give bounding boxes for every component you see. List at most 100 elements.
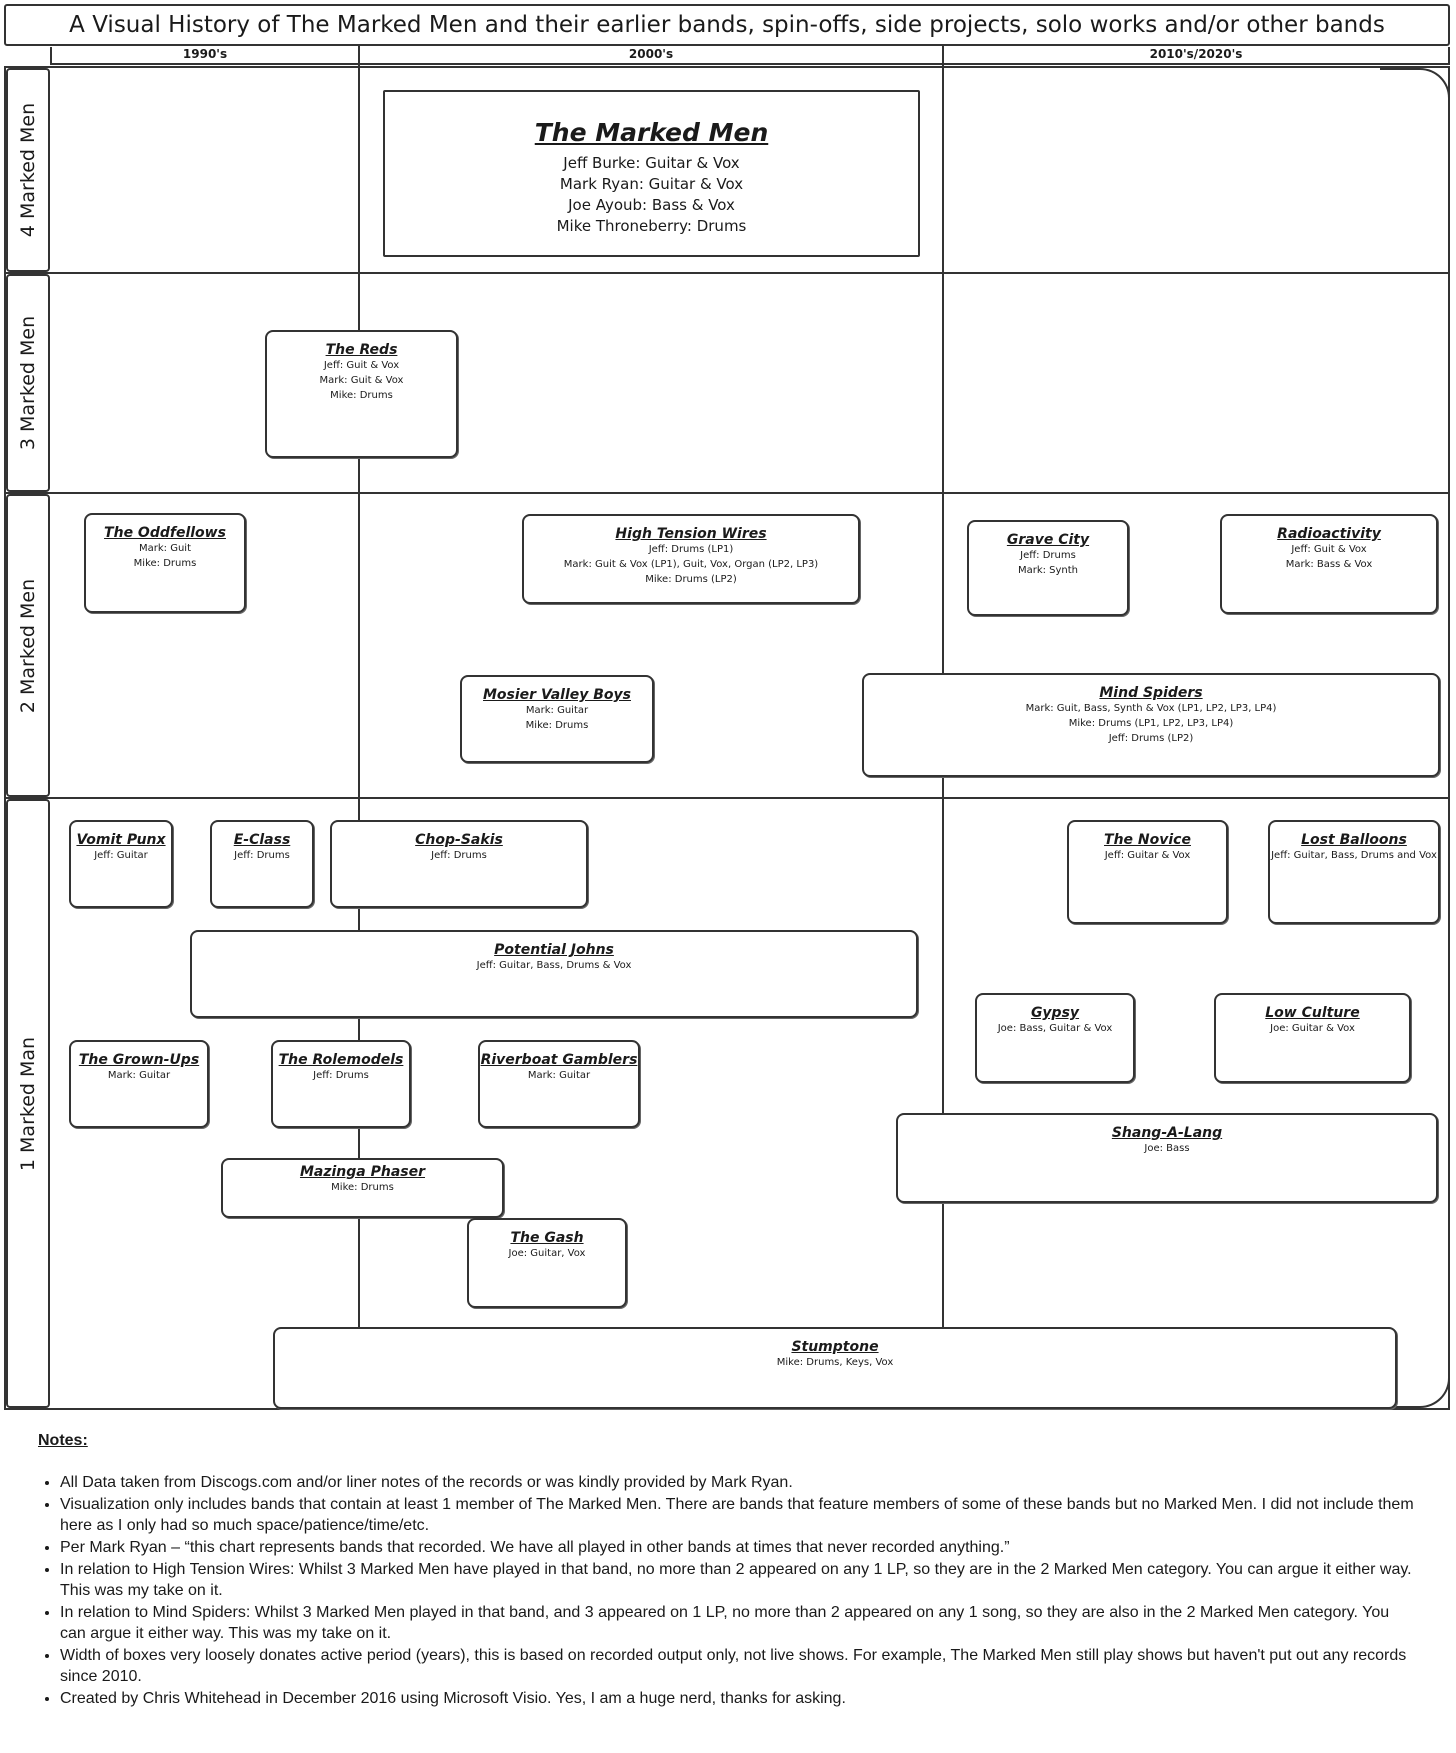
band-member: Jeff: Guitar, Bass, Drums & Vox [476,960,632,971]
band-member: Mark: Guitar [107,1070,171,1081]
era-divider-2000 [358,46,360,1410]
row-label-4: 4 Marked Men [6,68,50,272]
band-member: Joe Ayoub: Bass & Vox [568,196,735,214]
band-name: Mazinga Phaser [299,1164,426,1180]
band-member: Mike: Drums (LP2) [645,574,737,585]
band-name: The Rolemodels [278,1052,404,1068]
band-member: Mark: Guit, Bass, Synth & Vox (LP1, LP2,… [1025,703,1277,714]
band-name: The Novice [1104,832,1191,848]
band-member: Jeff: Guitar, Bass, Drums and Vox [1271,850,1437,861]
band-name: E-Class [233,832,291,848]
band-member: Mark: Guit & Vox [319,375,404,386]
notes-section: Notes: All Data taken from Discogs.com a… [38,1432,1418,1710]
band-member: Jeff: Drums [431,850,487,861]
era-1990s: 1990's [50,47,360,65]
notes-heading: Notes: [38,1432,88,1449]
band-member: Mike Throneberry: Drums [556,217,747,235]
band-name: High Tension Wires [615,526,767,542]
band-member: Jeff Burke: Guitar & Vox [563,154,740,172]
grid-right-curve [1380,68,1450,1408]
band-member: Jeff: Drums [234,850,290,861]
row-label-1: 1 Marked Man [6,799,50,1408]
band-member: Mark: Synth [1017,565,1079,576]
band-member: Jeff: Drums [1020,550,1076,561]
row-divider-1 [4,797,1450,799]
band-name: Mind Spiders [1099,685,1203,701]
band-member: Jeff: Drums (LP2) [1108,733,1194,744]
band-member: Mike: Drums, Keys, Vox [776,1357,894,1368]
band-member: Jeff: Drums (LP1) [648,544,734,555]
band-member: Joe: Bass [1144,1143,1190,1154]
band-name: Shang-A-Lang [1111,1125,1223,1141]
band-name: Gypsy [1030,1005,1080,1021]
band-member: Mike: Drums (LP1, LP2, LP3, LP4) [1068,718,1234,729]
band-name: Stumptone [791,1339,879,1355]
row-divider-2 [4,492,1450,494]
band-member: Mike: Drums [330,390,393,401]
band-member: Mike: Drums [525,720,589,731]
band-name: Lost Balloons [1301,832,1407,848]
band-name: The Marked Men [534,118,769,147]
band-name: The Oddfellows [104,525,226,541]
band-member: Joe: Bass, Guitar & Vox [997,1023,1113,1034]
band-member: Mark: Guitar [525,705,589,716]
band-name: Grave City [1006,532,1090,548]
band-member: Jeff: Drums [313,1070,369,1081]
band-name: Low Culture [1265,1005,1360,1021]
notes-list: All Data taken from Discogs.com and/or l… [38,1472,1418,1709]
note-item: Visualization only includes bands that c… [60,1494,1418,1536]
band-name: Mosier Valley Boys [483,687,631,703]
band-name: The Grown-Ups [78,1052,200,1068]
band-member: Joe: Guitar, Vox [508,1248,586,1259]
row-divider-3 [4,272,1450,274]
band-member: Mark Ryan: Guitar & Vox [559,175,744,193]
band-member: Mark: Bass & Vox [1285,559,1373,570]
band-member: Jeff: Guit & Vox [1291,544,1367,555]
band-name: The Gash [510,1230,584,1246]
note-item: Width of boxes very loosely donates acti… [60,1645,1418,1687]
band-name: Potential Johns [494,942,614,958]
band-member: Jeff: Guitar & Vox [1104,850,1191,861]
band-member: Mark: Guitar [527,1070,591,1081]
band-member: Jeff: Guitar [94,850,148,861]
note-item: Created by Chris Whitehead in December 2… [60,1688,1418,1709]
note-item: In relation to High Tension Wires: Whils… [60,1559,1418,1601]
band-member: Jeff: Guit & Vox [323,360,400,371]
band-member: Mike: Drums [331,1182,394,1193]
note-item: In relation to Mind Spiders: Whilst 3 Ma… [60,1602,1418,1644]
era-2010s: 2010's/2020's [942,47,1450,65]
era-2000s: 2000's [358,47,944,65]
band-name: Riverboat Gamblers [480,1052,638,1068]
band-name: The Reds [325,342,398,358]
band-name: Radioactivity [1277,526,1381,542]
band-name: Chop-Sakis [415,832,503,848]
chart-title: A Visual History of The Marked Men and t… [4,4,1450,46]
note-item: Per Mark Ryan – “this chart represents b… [60,1537,1418,1558]
band-name: Vomit Punx [76,832,166,848]
note-item: All Data taken from Discogs.com and/or l… [60,1472,1418,1493]
band-box-the-marked-men: The Marked Men Jeff Burke: Guitar & Vox … [383,90,920,257]
row-label-2: 2 Marked Men [6,494,50,797]
row-label-3: 3 Marked Men [6,274,50,492]
band-member: Joe: Guitar & Vox [1270,1023,1355,1034]
